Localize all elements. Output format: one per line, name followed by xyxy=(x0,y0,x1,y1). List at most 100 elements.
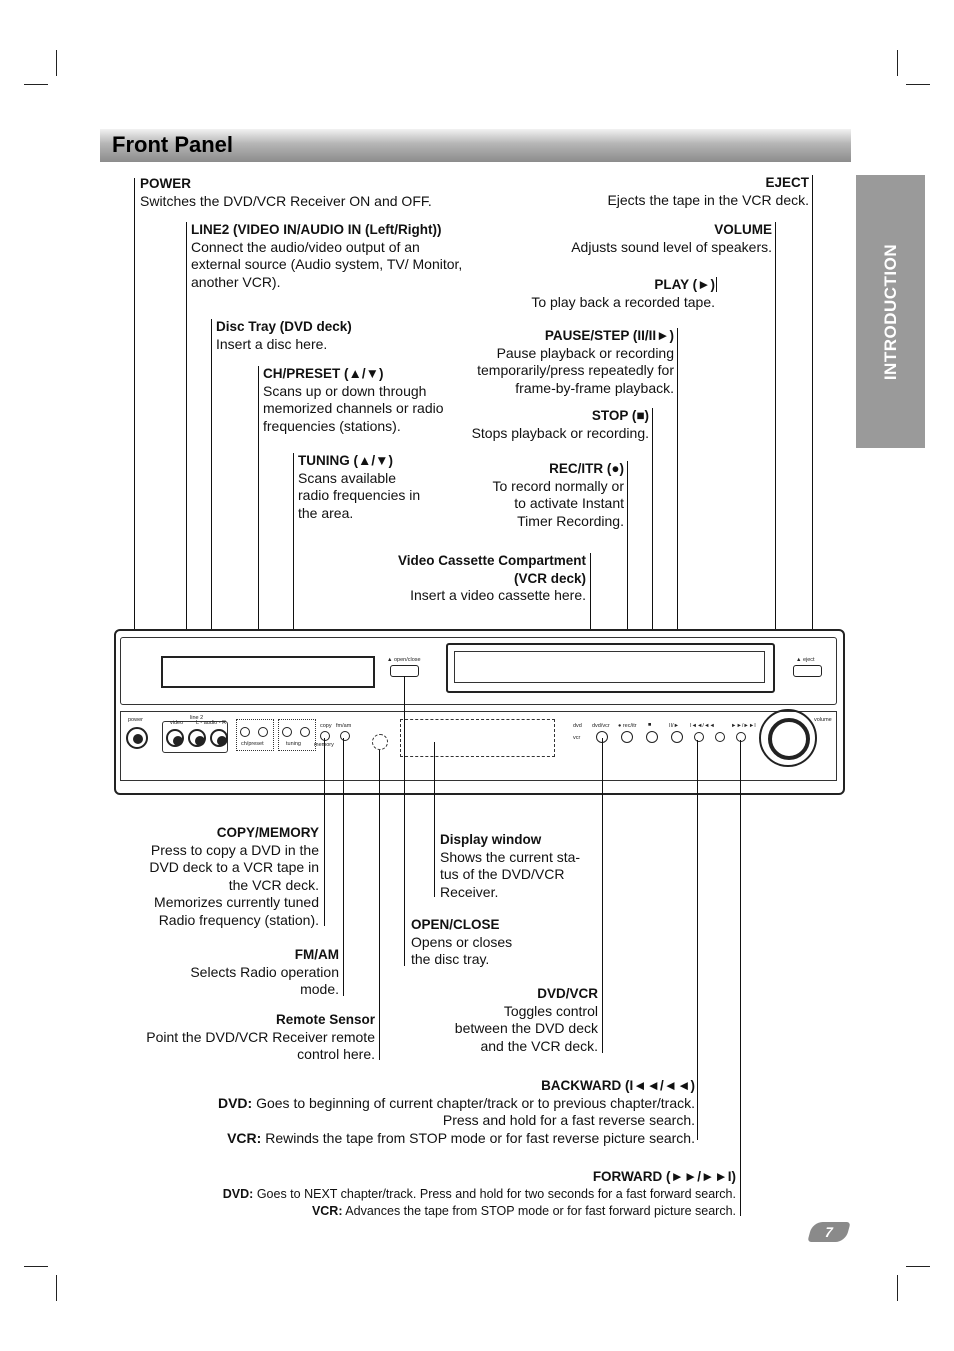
audio-right-jack[interactable] xyxy=(210,729,228,747)
play-annotation: PLAY (►) To play back a recorded tape. xyxy=(480,276,715,311)
forward-annotation: FORWARD (►►/►►I) DVD: Goes to NEXT chapt… xyxy=(140,1168,736,1221)
forward-vcr-text: Advances the tape from STOP mode or for … xyxy=(345,1204,736,1218)
power-title: POWER xyxy=(140,176,192,191)
play-pause-label: II/► xyxy=(669,723,680,729)
tuning-annotation: TUNING (▲/▼) Scans available radio frequ… xyxy=(298,452,458,522)
crop-mark xyxy=(56,50,57,76)
pause-step-leader xyxy=(677,328,678,736)
ch-preset-up-button[interactable] xyxy=(240,727,250,737)
power-desc: Switches the DVD/VCR Receiver ON and OFF… xyxy=(140,192,432,209)
line2-desc: Connect the audio/video output of an ext… xyxy=(191,238,463,290)
pause-step-title: PAUSE/STEP (II/II►) xyxy=(544,328,674,343)
forward-label: ►►/►►I xyxy=(731,723,756,729)
open-close-annotation: OPEN/CLOSE Opens or closes the disc tray… xyxy=(411,916,571,969)
line2-leader xyxy=(186,222,187,722)
backward-label: I◄◄/◄◄ xyxy=(690,723,715,729)
fm-am-button[interactable] xyxy=(340,731,350,741)
remote-sensor-leader xyxy=(379,750,380,1060)
audio-label: L - audio - R xyxy=(196,720,227,726)
disc-tray-leader xyxy=(211,319,212,665)
ch-preset-down-button[interactable] xyxy=(258,727,268,737)
display-window-annotation: Display window Shows the current sta- tu… xyxy=(440,831,600,901)
video-cassette-desc: Insert a video cassette here. xyxy=(410,587,586,603)
play-desc: To play back a recorded tape. xyxy=(531,293,715,310)
fm-am-label: fm/am xyxy=(336,723,352,729)
fm-am-leader xyxy=(343,738,344,996)
crop-mark xyxy=(897,1275,898,1301)
remote-sensor xyxy=(372,734,388,750)
audio-left-jack[interactable] xyxy=(188,729,206,747)
stop-desc: Stops playback or recording. xyxy=(471,424,649,441)
line2-label: line 2 xyxy=(190,715,204,721)
dvd-vcr-title: DVD/VCR xyxy=(537,986,598,1001)
copy-memory-button[interactable] xyxy=(320,731,330,741)
forward-vcr-label: VCR: xyxy=(311,1204,343,1218)
dvd-vcr-annotation: DVD/VCR Toggles control between the DVD … xyxy=(420,985,598,1055)
stop-label: ■ xyxy=(648,722,652,728)
section-header: Front Panel xyxy=(100,129,851,162)
line2-title: LINE2 (VIDEO IN/AUDIO IN (Left/Right)) xyxy=(191,222,442,237)
disc-tray[interactable] xyxy=(161,656,375,688)
video-cassette-compartment[interactable] xyxy=(446,643,775,693)
ch-preset-title: CH/PRESET (▲/▼) xyxy=(263,366,384,381)
upper-bezel xyxy=(120,637,837,705)
backward-dvd-text2: Press and hold for a fast reverse search… xyxy=(442,1112,695,1128)
volume-annotation: VOLUME Adjusts sound level of speakers. xyxy=(500,221,772,256)
forward-button[interactable] xyxy=(736,732,746,742)
eject-annotation: EJECT Ejects the tape in the VCR deck. xyxy=(520,174,809,209)
video-in-jack[interactable] xyxy=(166,729,184,747)
chapter-tab-label: INTRODUCTION xyxy=(880,243,900,380)
power-annotation: POWER Switches the DVD/VCR Receiver ON a… xyxy=(140,175,470,210)
rec-itr-button[interactable] xyxy=(621,731,633,743)
video-cassette-annotation: Video Cassette Compartment (VCR deck) In… xyxy=(370,552,586,605)
open-close-leader xyxy=(404,676,405,966)
cassette-door xyxy=(454,651,765,683)
disc-tray-title: Disc Tray (DVD deck) xyxy=(216,319,352,334)
copy-memory-desc: Press to copy a DVD in the DVD deck to a… xyxy=(149,841,319,928)
tuning-title: TUNING (▲/▼) xyxy=(298,453,393,468)
play-title: PLAY (►) xyxy=(654,277,715,292)
backward-dvd-label: DVD: xyxy=(217,1094,253,1111)
stop-leader xyxy=(652,408,653,736)
backward-annotation: BACKWARD (I◄◄/◄◄) DVD: Goes to beginning… xyxy=(140,1077,695,1147)
tuning-up-button[interactable] xyxy=(282,727,292,737)
dvd-indicator-label: dvd xyxy=(573,723,582,729)
pause-step-desc: Pause playback or recording temporarily/… xyxy=(477,344,674,396)
disc-tray-annotation: Disc Tray (DVD deck) Insert a disc here. xyxy=(216,318,416,353)
stop-button[interactable] xyxy=(646,731,658,743)
rec-itr-leader xyxy=(627,461,628,736)
eject-label: ▲ eject xyxy=(796,657,815,663)
crop-mark xyxy=(24,84,48,85)
volume-title: VOLUME xyxy=(714,222,772,237)
fm-am-title: FM/AM xyxy=(294,947,339,962)
play-button[interactable] xyxy=(715,732,725,742)
crop-mark xyxy=(24,1266,48,1267)
backward-dvd-text: Goes to beginning of current chapter/tra… xyxy=(256,1094,695,1111)
power-leader xyxy=(134,178,135,723)
display-window-desc: Shows the current sta- tus of the DVD/VC… xyxy=(440,848,581,900)
display-window xyxy=(400,719,555,757)
eject-button[interactable] xyxy=(793,665,822,677)
forward-leader xyxy=(740,740,741,1216)
copy-label: copy xyxy=(320,723,332,729)
display-window-leader xyxy=(434,742,435,897)
play-pause-button[interactable] xyxy=(671,731,683,743)
volume-knob-center xyxy=(768,718,810,760)
forward-dvd-label: DVD: xyxy=(222,1186,254,1201)
tuning-leader xyxy=(293,453,294,726)
ch-preset-desc: Scans up or down through memorized chann… xyxy=(263,382,444,434)
stop-annotation: STOP (■) Stops playback or recording. xyxy=(440,407,649,442)
page-title: Front Panel xyxy=(112,132,234,157)
pause-step-annotation: PAUSE/STEP (II/II►) Pause playback or re… xyxy=(454,327,674,397)
eject-title: EJECT xyxy=(765,175,809,190)
power-button[interactable] xyxy=(126,727,148,749)
crop-mark xyxy=(56,1275,57,1301)
play-leader xyxy=(716,277,717,292)
volume-knob[interactable] xyxy=(759,709,817,767)
ch-preset-annotation: CH/PRESET (▲/▼) Scans up or down through… xyxy=(263,365,463,435)
stop-title: STOP (■) xyxy=(591,408,649,423)
chapter-tab: INTRODUCTION xyxy=(856,175,925,448)
backward-button[interactable] xyxy=(694,732,704,742)
tuning-down-button[interactable] xyxy=(300,727,310,737)
rec-itr-label: ● rec/itr xyxy=(618,723,637,729)
